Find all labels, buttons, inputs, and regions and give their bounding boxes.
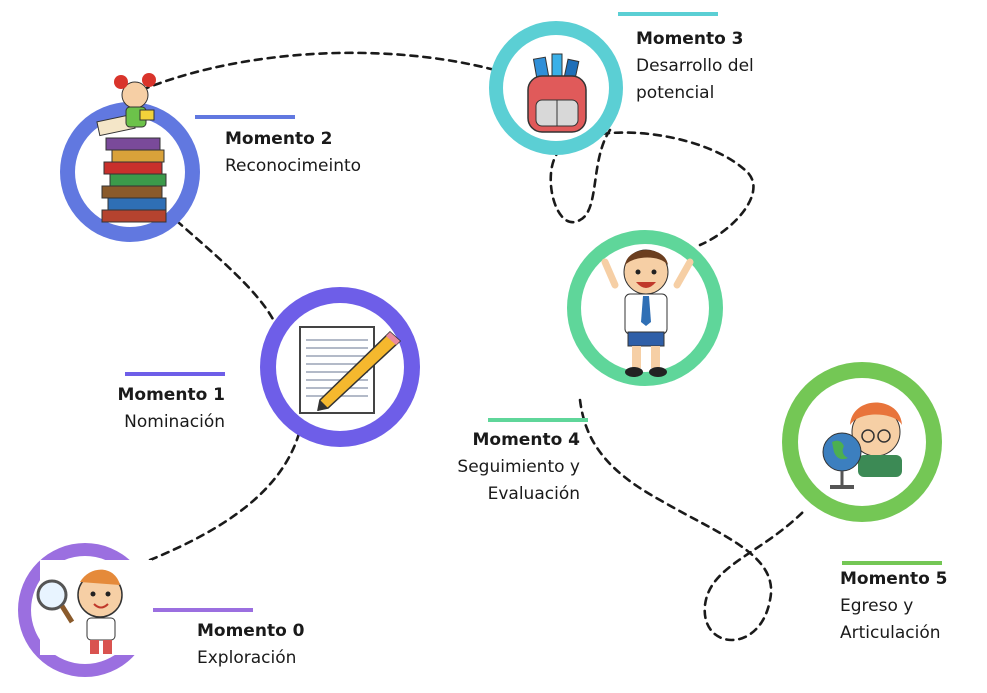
magnifying-glass-boy-icon [36,569,123,654]
girl-with-globe-icon [822,402,902,489]
backpack-icon [527,53,587,133]
paper-pencil-icon [299,326,402,414]
moment-5-description-line-2: Articulación [840,623,941,643]
moment-1-label: Momento 1 Nominación [118,382,226,436]
moment-4-description-line-2: Evaluación [487,484,580,504]
moment-1-description: Nominación [124,412,225,432]
moment-1-title: Momento 1 [117,385,226,405]
moment-3-title: Momento 3 [636,29,744,49]
moment-4-accent-bar [488,418,588,422]
moment-3-description-line-2: potencial [636,83,715,103]
moment-2-label: Momento 2 Reconocimeinto [225,126,361,180]
moment-0-title: Momento 0 [197,621,305,641]
moment-4-node [567,230,723,386]
moment-2-accent-bar [195,115,295,119]
moment-5-node [782,362,942,522]
moment-2-title: Momento 2 [225,129,333,149]
moment-0-node [18,543,152,677]
moment-3-description-line-1: Desarrollo del [636,56,754,76]
moment-2-node [60,73,200,242]
happy-student-icon [601,249,694,377]
moment-0-description: Exploración [197,648,297,668]
moment-0-label: Momento 0 Exploración [197,618,305,672]
moment-4-title: Momento 4 [472,430,581,450]
moment-3-node [489,21,623,155]
moment-5-label: Momento 5 Egreso y Articulación [840,566,948,647]
moment-4-label: Momento 4 Seguimiento y Evaluación [457,427,580,508]
moment-1-accent-bar [125,372,225,376]
moment-2-description: Reconocimeinto [225,156,362,176]
moment-5-description-line-1: Egreso y [840,596,914,616]
moment-3-label: Momento 3 Desarrollo del potencial [636,26,754,107]
moment-0-accent-bar [153,608,253,612]
moment-1-node [260,287,420,447]
girl-on-books-icon [96,73,167,223]
moment-4-description-line-1: Seguimiento y [457,457,580,477]
moment-5-accent-bar [842,561,942,565]
moment-5-title: Momento 5 [840,569,948,589]
moment-3-accent-bar [618,12,718,16]
